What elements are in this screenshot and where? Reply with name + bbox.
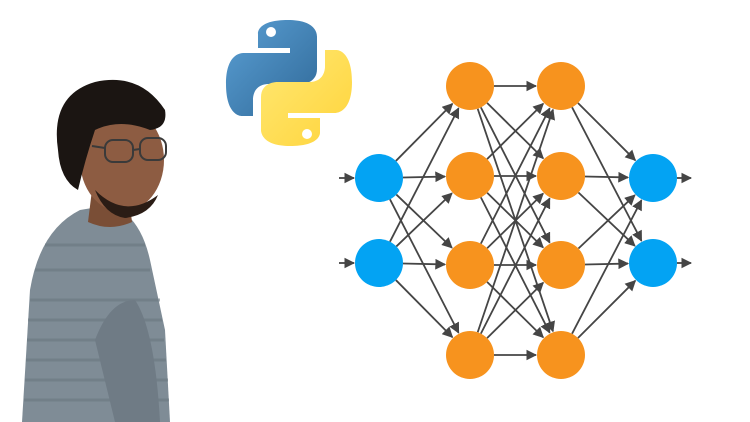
hidden-node [446,331,494,379]
person-beard [95,190,158,218]
input-node [355,154,403,202]
person-arm [95,300,160,422]
output-node [629,154,677,202]
glasses-icon [91,137,167,163]
input-node [355,239,403,287]
hidden-node [446,241,494,289]
person-face [80,108,164,212]
edge-arrow [577,279,637,339]
network-edges [339,80,693,361]
output-node [629,239,677,287]
edge-arrow [395,103,454,162]
edge-arrow [571,199,643,335]
hidden-node [537,152,585,200]
network-nodes [355,62,677,379]
hidden-node [537,62,585,110]
edge-arrow [571,106,643,242]
hidden-node [537,331,585,379]
edge-arrow [395,192,453,248]
edge-arrow [395,193,453,249]
person-photo [22,79,170,422]
edge-arrow [395,279,454,338]
edge-arrow [577,102,637,162]
edge-arrow [486,102,544,160]
edge-arrow [480,197,551,335]
hidden-node [446,62,494,110]
hidden-node [537,241,585,289]
edge-arrow [389,107,460,243]
edge-arrow [389,198,460,334]
edge-arrow [476,108,555,333]
edge-arrow [402,258,447,270]
edge-arrow [480,107,551,245]
person-hair [56,79,166,190]
python-logo-icon [226,20,352,146]
hidden-node [446,152,494,200]
edge-arrow [486,281,544,339]
edge-arrow [584,171,630,183]
edge-arrow [577,191,636,247]
edge-arrow [577,194,636,250]
edge-arrow [584,258,630,270]
